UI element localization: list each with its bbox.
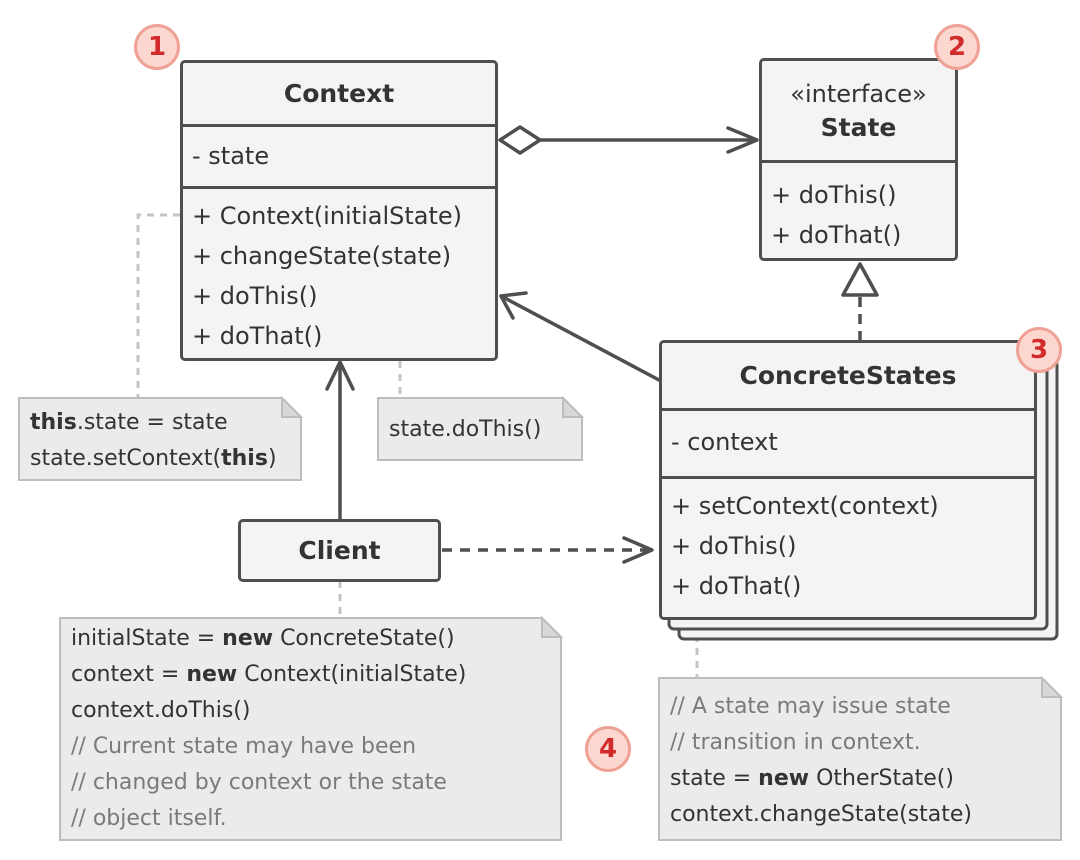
- method: + doThis(): [771, 181, 897, 209]
- interface-state-methods: + doThis() + doThat(): [762, 163, 955, 255]
- note-line: context = new Context(initialState): [71, 662, 467, 687]
- method: + Context(initialState): [192, 202, 463, 230]
- interface-state-header: «interface» State: [762, 61, 955, 163]
- class-context-fields: - state: [183, 127, 495, 189]
- note-concrete: // A state may issue state // transition…: [659, 689, 1061, 833]
- note-line: this.state = state: [30, 410, 228, 435]
- method: + doThis(): [671, 532, 797, 560]
- badge-1: 1: [134, 24, 180, 70]
- badge-2: 2: [934, 24, 980, 70]
- class-concrete-states-methods: + setContext(context) + doThis() + doTha…: [662, 479, 1034, 606]
- method: + doThis(): [192, 282, 318, 310]
- field: - context: [671, 428, 778, 456]
- note-line: context.doThis(): [71, 698, 251, 723]
- note-line: state = new OtherState(): [670, 766, 954, 791]
- realization-triangle: [841, 262, 879, 297]
- note-comment: // transition in context.: [670, 730, 921, 755]
- note-shape-ctor: [18, 397, 302, 481]
- note-comment: // changed by context or the state: [71, 770, 447, 795]
- method: + doThat(): [771, 221, 902, 249]
- note-line: initialState = new ConcreteState(): [71, 626, 455, 651]
- badge-4: 4: [585, 726, 631, 772]
- class-concrete-states: ConcreteStates - context + setContext(co…: [659, 340, 1037, 620]
- note-shape-dothis: [377, 397, 583, 461]
- note-shape-concrete: [658, 677, 1062, 841]
- field: - state: [192, 142, 270, 170]
- note-line: context.changeState(state): [670, 802, 973, 827]
- class-concrete-states-fields: - context: [662, 411, 1034, 479]
- interface-stereotype: «interface»: [790, 79, 927, 108]
- note-client: initialState = new ConcreteState() conte…: [60, 621, 561, 837]
- class-context: Context - state + Context(initialState) …: [180, 60, 498, 361]
- note-line: state.setContext(this): [30, 446, 277, 471]
- class-concrete-states-title: ConcreteStates: [662, 343, 1034, 411]
- note-constructor: this.state = state state.setContext(this…: [19, 405, 301, 477]
- method: + setContext(context): [671, 492, 939, 520]
- note-comment: // Current state may have been: [71, 734, 417, 759]
- interface-state: «interface» State + doThis() + doThat(): [759, 58, 958, 261]
- class-client: Client: [238, 519, 441, 582]
- class-context-methods: + Context(initialState) + changeState(st…: [183, 189, 495, 356]
- badge-3: 3: [1016, 327, 1062, 373]
- note-comment: // A state may issue state: [670, 694, 951, 719]
- class-context-title: Context: [183, 63, 495, 127]
- edge-concrete-context: [499, 294, 661, 382]
- note-shape-client: [59, 617, 562, 841]
- note-dothis: state.doThis(): [378, 412, 582, 448]
- leader-ctor-note: [136, 213, 180, 398]
- note-line: state.doThis(): [389, 417, 542, 442]
- method: + doThat(): [671, 572, 802, 600]
- method: + doThat(): [192, 322, 323, 350]
- interface-state-title: State: [820, 112, 897, 142]
- method: + changeState(state): [192, 242, 452, 270]
- aggregation-diamond: [498, 125, 542, 155]
- note-comment: // object itself.: [71, 806, 227, 831]
- class-client-title: Client: [298, 536, 381, 565]
